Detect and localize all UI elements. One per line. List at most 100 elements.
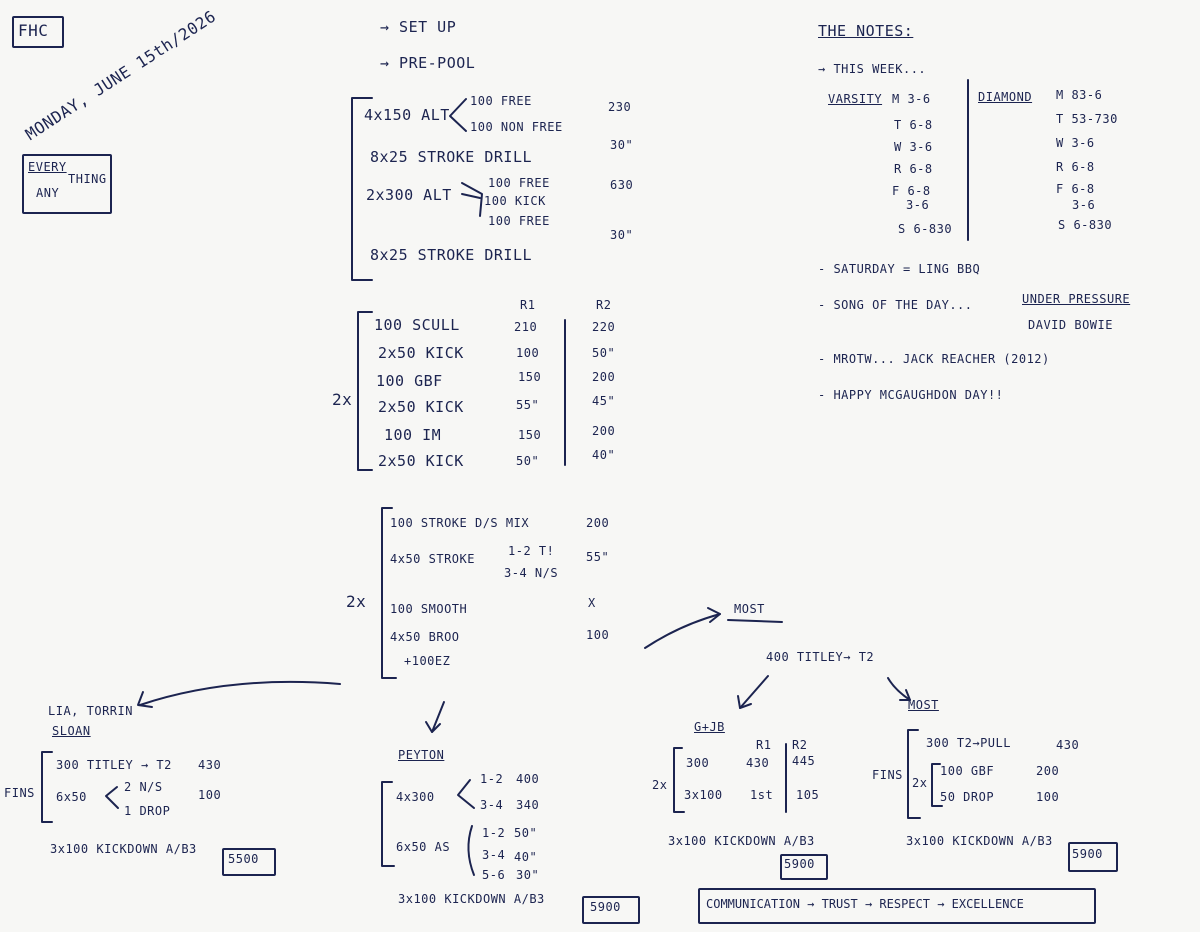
warmup-line-1: 4x150 ALT [364, 106, 450, 124]
group-d-kick: 3x100 KICKDOWN A/B3 [906, 834, 1053, 848]
motto-box [698, 888, 1096, 924]
group-c-row-1: 300 [686, 756, 710, 770]
set1-row-3: 100 GBF [376, 372, 443, 390]
set1-row-4-r1: 55" [516, 398, 540, 412]
set1-row-3-r1: 150 [518, 370, 542, 384]
group-a-total: 5500 [228, 852, 259, 866]
set1-bracket [357, 311, 373, 471]
set2-row-5-val: X [588, 596, 596, 610]
group-d-row-2-val: 100 [1036, 790, 1060, 804]
song-title: UNDER PRESSURE [1022, 292, 1131, 306]
group-a-line-2a: 2 N/S [124, 780, 163, 794]
set1-row-5: 100 IM [384, 426, 442, 444]
group-b-line-1b: 3-4 [480, 798, 504, 812]
set1-row-2-r1: 100 [516, 346, 540, 360]
group-b-title: PEYTON [398, 748, 445, 762]
group-b-total-box [582, 896, 640, 924]
warmup-fork-3 [461, 193, 481, 199]
song-artist: DAVID BOWIE [1028, 318, 1113, 332]
set2-row-7: +100EZ [404, 654, 451, 668]
group-b-fork [457, 779, 475, 809]
varsity-sched-6: 3-6 [906, 198, 930, 212]
set1-head-r1: R1 [520, 298, 536, 312]
warmup-line-5: 2x300 ALT [366, 186, 452, 204]
group-b-total: 5900 [590, 900, 621, 914]
set2-row-6-val: 100 [586, 628, 610, 642]
arrow-to-group-d [887, 677, 911, 701]
diamond-sched-4: R 6-8 [1056, 160, 1095, 174]
varsity-sched-4: R 6-8 [894, 162, 933, 176]
set2-row-3: 1-2 T! [508, 544, 555, 558]
diamond-label: DIAMOND [978, 90, 1033, 104]
set2-row-5: 100 SMOOTH [390, 602, 468, 616]
warmup-line-1-val: 230 [608, 100, 632, 114]
group-d-row-1: 100 GBF [940, 764, 995, 778]
set2-row-2: 4x50 STROKE [390, 552, 475, 566]
varsity-sched-7: S 6-830 [898, 222, 953, 236]
group-c-reps: 2x [652, 778, 668, 792]
group-c-r1: R1 [756, 738, 772, 752]
varsity-label: VARSITY [828, 92, 883, 106]
group-b-line-1b-val: 340 [516, 798, 540, 812]
group-b-l2c-val: 30" [516, 868, 540, 882]
warmup-line-5-val: 630 [610, 178, 634, 192]
group-a-line-2b: 1 DROP [124, 804, 171, 818]
arrow-to-group-c-head [737, 695, 752, 709]
group-c-title: G+JB [694, 720, 725, 734]
group-b-l2b: 3-4 [482, 848, 506, 862]
varsity-sched-5: F 6-8 [892, 184, 931, 198]
set1-row-3-r2: 200 [592, 370, 616, 384]
group-d-inner-bracket [931, 763, 943, 807]
set2-row-6: 4x50 BROO [390, 630, 460, 644]
set1-row-2-r2: 50" [592, 346, 616, 360]
set2-row-4: 3-4 N/S [504, 566, 559, 580]
warmup-line-10: 8x25 STROKE DRILL [370, 246, 533, 264]
group-a-title: LIA, TORRIN [48, 704, 133, 718]
group-d-fins: FINS [872, 768, 903, 782]
group-c-r2: R2 [792, 738, 808, 752]
group-d-reps: 2x [912, 776, 928, 790]
arrow-to-group-d-head [899, 689, 911, 701]
group-c-kick: 3x100 KICKDOWN A/B3 [668, 834, 815, 848]
group-a-fins: FINS [4, 786, 35, 800]
varsity-sched-3: W 3-6 [894, 140, 933, 154]
group-c-row-1-r1: 430 [746, 756, 770, 770]
group-d-bracket [907, 729, 921, 819]
group-a-line-2-val: 100 [198, 788, 222, 802]
arrow-to-group-a [139, 680, 341, 706]
group-d-row-2: 50 DROP [940, 790, 995, 804]
warmup-line-3: 100 NON FREE [470, 120, 563, 134]
warmup-line-4: 8x25 STROKE DRILL [370, 148, 533, 166]
warmup-fork-1 [449, 98, 467, 132]
set2-bracket [381, 507, 397, 679]
group-b-curl [467, 825, 475, 876]
set2-row-1-val: 200 [586, 516, 610, 530]
happy-note: - HAPPY MCGAUGHDON DAY!! [818, 388, 1004, 402]
warmup-line-2: 100 FREE [470, 94, 532, 108]
set1-row-1: 100 SCULL [374, 316, 460, 334]
diamond-sched-6: 3-6 [1072, 198, 1096, 212]
warmup-line-8: 100 FREE [488, 214, 550, 228]
notes-title: THE NOTES: [818, 22, 914, 40]
arrow-to-group-b-head [425, 721, 441, 733]
set2-row-2-val: 55" [586, 550, 610, 564]
motto-text: COMMUNICATION → TRUST → RESPECT → EXCELL… [706, 897, 1024, 911]
thing-label: THING [68, 172, 107, 186]
group-d-total: 5900 [1072, 847, 1103, 861]
group-c-row-1-r2: 445 [792, 754, 816, 768]
warmup-line-9-val: 30" [610, 228, 634, 242]
song-note: - SONG OF THE DAY... [818, 298, 973, 312]
set1-row-1-r1: 210 [514, 320, 538, 334]
most-label: MOST [734, 602, 765, 616]
group-a-kick: 3x100 KICKDOWN A/B3 [50, 842, 197, 856]
set1-row-4: 2x50 KICK [378, 398, 464, 416]
saturday-note: - SATURDAY = LING BBQ [818, 262, 981, 276]
group-b-l2b-val: 40" [514, 850, 538, 864]
group-b-line-1: 4x300 [396, 790, 435, 804]
group-b-l2a: 1-2 [482, 826, 506, 840]
mrotw-note: - MROTW... JACK REACHER (2012) [818, 352, 1050, 366]
set1-row-2: 2x50 KICK [378, 344, 464, 362]
warmup-line-7: 100 KICK [484, 194, 546, 208]
group-b-l2a-val: 50" [514, 826, 538, 840]
